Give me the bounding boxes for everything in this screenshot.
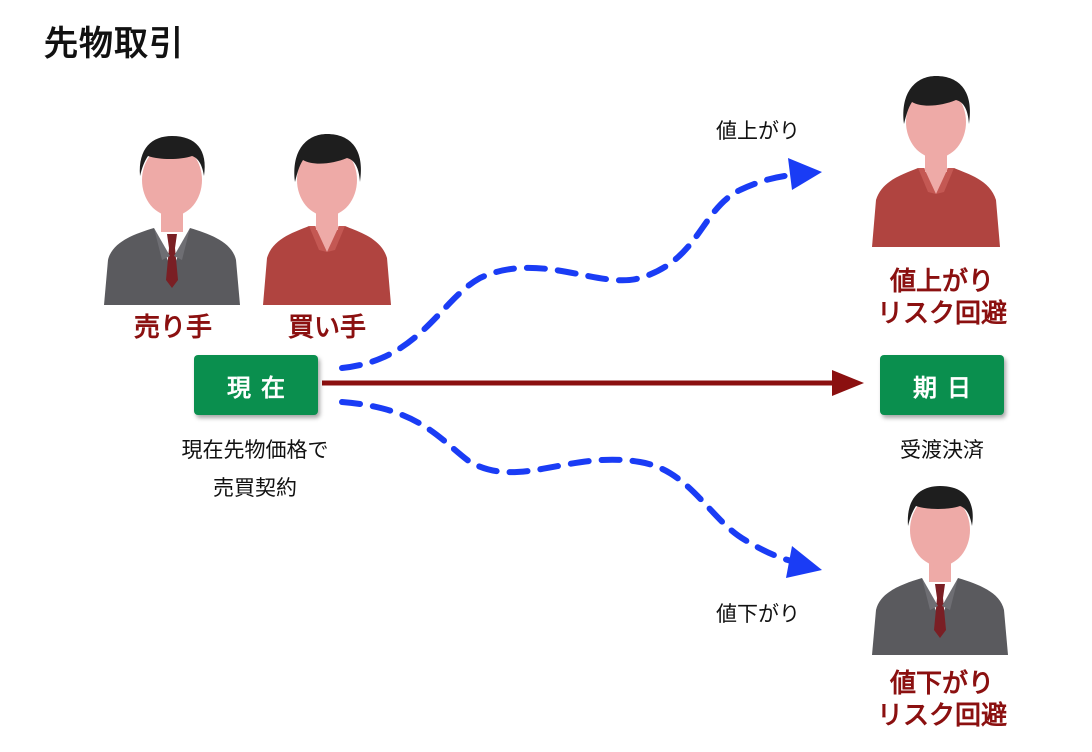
rise-beneficiary-figure bbox=[872, 76, 1000, 247]
fall-dashed-curve bbox=[339, 399, 803, 566]
seller-figure bbox=[104, 136, 240, 305]
fall-outcome-line1: 値下がり bbox=[889, 669, 994, 699]
rise-outcome-line1: 値上がり bbox=[889, 267, 994, 297]
expiry-box: 期日 bbox=[880, 355, 1004, 415]
rise-arrowhead bbox=[788, 158, 822, 190]
page-title: 先物取引 bbox=[44, 24, 184, 64]
buyer-figure bbox=[263, 134, 391, 305]
rise-outcome-line2: リスク回避 bbox=[876, 299, 1007, 329]
fall-outcome-line2: リスク回避 bbox=[876, 701, 1007, 731]
rise-dashed-curve bbox=[339, 171, 808, 371]
now-box: 現在 bbox=[194, 355, 318, 415]
seller-label: 売り手 bbox=[133, 313, 212, 343]
fall-arrowhead bbox=[786, 546, 822, 578]
fall-label: 値下がり bbox=[716, 602, 800, 626]
now-caption-line1: 現在先物価格で bbox=[181, 438, 329, 462]
buyer-label: 買い手 bbox=[287, 313, 366, 343]
time-arrowhead bbox=[832, 370, 864, 396]
rise-label: 値上がり bbox=[716, 119, 800, 143]
fall-beneficiary-figure bbox=[872, 486, 1008, 655]
expiry-caption: 受渡決済 bbox=[900, 438, 984, 462]
now-caption-line2: 売買契約 bbox=[213, 476, 297, 500]
